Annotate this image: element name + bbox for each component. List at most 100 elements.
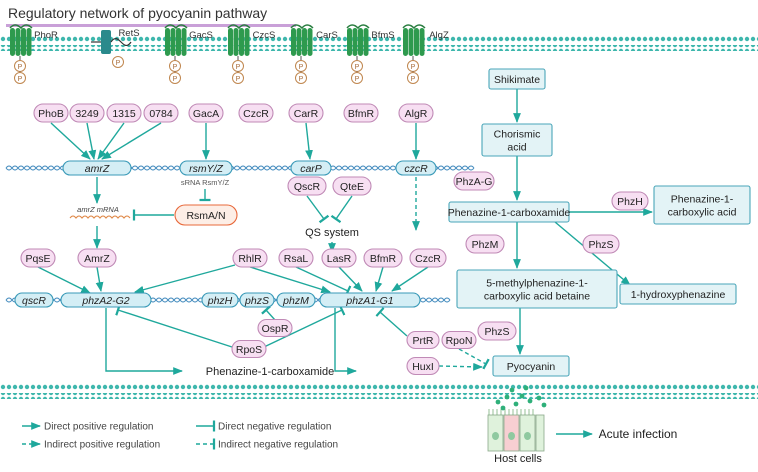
phospho-circle	[407, 72, 419, 84]
enzyme-phza-g: PhzA-G	[453, 171, 495, 191]
regulator-rpos: RpoS	[231, 339, 267, 359]
node-chorismic-acid-line: Chorismic	[494, 129, 541, 141]
regulator-rhlr-label: RhlR	[238, 253, 262, 265]
enzyme-phzs-2-label: PhzS	[484, 326, 509, 338]
gene-phzm-shape	[276, 292, 316, 308]
inhibit-rpon-pyo	[458, 348, 490, 370]
phospho-circle	[14, 72, 26, 84]
receptor-helix	[291, 28, 296, 56]
receptor-helix	[296, 28, 302, 56]
inhibit-rsal-phza1	[295, 266, 352, 297]
node-betaine-line: carboxylic acid betaine	[484, 291, 590, 303]
arrow-phza2-product	[105, 308, 183, 375]
gene-phza1-g1-shape	[319, 292, 421, 308]
pyocyanin-dot	[500, 405, 506, 411]
phospho-label: P	[355, 64, 360, 71]
regulator-prtr-shape	[406, 330, 440, 350]
regulator-czcr-2: CzcR	[409, 248, 447, 268]
regulator-amrz: AmrZ	[77, 248, 117, 268]
regulator-qtee: QteE	[332, 176, 372, 196]
receptor-helix	[244, 28, 250, 56]
arrow-pqse-phza2	[37, 266, 91, 294]
legend-label-3: Indirect positive regulation	[44, 440, 160, 451]
phospho-label: P	[411, 64, 416, 71]
enzyme-phza-g-label: PhzA-G	[456, 176, 493, 188]
regulator-1315-label: 1315	[112, 108, 136, 120]
regulator-phob: PhoB	[33, 103, 69, 123]
regulator-pqse: PqsE	[20, 248, 56, 268]
inhibit-ospr-phzs	[261, 305, 276, 321]
regulator-pqse-label: PqsE	[25, 253, 50, 265]
regulator-1315: 1315	[106, 103, 142, 123]
regulator-huxi-label: HuxI	[412, 361, 434, 373]
receptor-label-czcs: CzcS	[253, 30, 276, 41]
regulator-bfmr-2-shape	[363, 248, 403, 268]
regulator-carr: CarR	[288, 103, 324, 123]
regulator-prtr: PrtR	[406, 330, 440, 350]
gene-phzs-shape	[239, 292, 275, 308]
node-betaine: 5-methylphenazine-1-carboxylic acid beta…	[456, 269, 618, 309]
enzyme-phzh-label: PhzH	[617, 196, 643, 208]
regulator-algr: AlgR	[398, 103, 434, 123]
gene-phza2-g2-shape	[60, 292, 152, 308]
regulator-ospr: OspR	[257, 318, 293, 338]
receptor-loop	[346, 24, 370, 30]
node-betaine-shape	[456, 269, 618, 309]
receptor-label-phor: PhoR	[34, 30, 58, 41]
receptor-helix	[15, 28, 21, 56]
node-betaine-line: 5-methylphenazine-1-	[486, 278, 588, 290]
pyocyanin-dot	[527, 398, 533, 404]
phospho-label: P	[18, 76, 23, 83]
enzyme-phzs-label: PhzS	[588, 239, 613, 251]
receptor-loop	[227, 24, 251, 30]
regulator-rpon-label: RpoN	[446, 335, 473, 347]
regulator-lasr: LasR	[321, 248, 357, 268]
regulator-bfmr: BfmR	[343, 103, 379, 123]
gene-amrz: amrZ	[62, 160, 132, 176]
enzyme-phzm-shape	[465, 234, 505, 254]
node-pyocyanin-line: Pyocyanin	[507, 361, 556, 373]
receptor-label-gacs: GacS	[189, 30, 213, 41]
enzyme-phzh-shape	[611, 191, 649, 211]
node-shikimate-shape	[488, 68, 546, 90]
pyocyanin-dot	[541, 402, 547, 408]
phospho-label: P	[173, 64, 178, 71]
title-underline	[6, 24, 296, 27]
phospho-circle	[351, 72, 363, 84]
gene-phza2-g2: phzA2-G2	[60, 292, 152, 308]
gene-phzm: phzM	[276, 292, 316, 308]
gene-phzh: phzH	[201, 292, 239, 308]
gene-carp: carP	[290, 160, 332, 176]
regulator-czcr-label: CzcR	[243, 108, 269, 120]
arrow-to-amrz	[50, 122, 91, 160]
regulator-amrz-label: AmrZ	[84, 253, 110, 265]
arrow-bfmr-phza1	[374, 266, 384, 292]
legend-label-4: Indirect negative regulation	[218, 440, 338, 451]
receptor-helix	[239, 28, 244, 56]
node-pca-shape	[448, 201, 570, 223]
host-cells-label: Host cells	[494, 453, 542, 465]
receptor-label-rets: RetS	[118, 28, 139, 39]
regulator-qscr-shape	[287, 176, 327, 196]
phospho-label: P	[299, 64, 304, 71]
arrow-huxi-pyo	[438, 362, 483, 371]
node-pca-acid: Phenazine-1-carboxylic acid	[653, 185, 751, 225]
gene-carp-label: carP	[300, 163, 322, 175]
node-pca-acid-line: Phenazine-1-	[671, 194, 734, 206]
regulator-0784-shape	[143, 103, 179, 123]
receptor-helix	[419, 28, 425, 56]
gene-qscr: qscR	[14, 292, 54, 308]
gene-rsmyz: rsmY/Z	[179, 160, 233, 176]
arrow-rhlr-phza2	[134, 264, 236, 294]
regulator-phob-shape	[33, 103, 69, 123]
line-phza1-product	[334, 308, 357, 375]
regulator-0784-label: 0784	[149, 108, 173, 120]
